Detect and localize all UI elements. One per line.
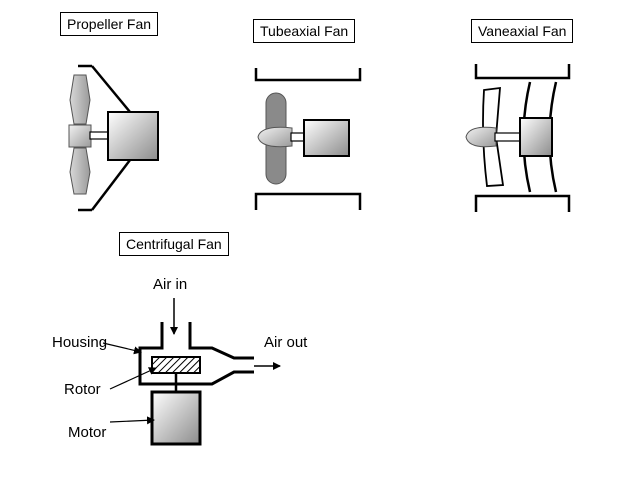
propeller-motor bbox=[107, 111, 159, 161]
tubeaxial-fan-illustration bbox=[254, 68, 362, 210]
rotor-label: Rotor bbox=[64, 381, 101, 398]
propeller-lower-blade bbox=[69, 147, 91, 195]
centrifugal-fan-title: Centrifugal Fan bbox=[119, 232, 229, 256]
housing-label: Housing bbox=[52, 334, 108, 351]
vaneaxial-duct-walls bbox=[474, 64, 571, 212]
rotor-leader-arrow bbox=[109, 367, 157, 390]
vaneaxial-fan-title: Vaneaxial Fan bbox=[471, 19, 574, 43]
vaneaxial-fan-illustration bbox=[465, 64, 571, 212]
propeller-support-frame bbox=[78, 64, 131, 212]
propeller-fan-illustration bbox=[68, 64, 159, 212]
motor-leader-arrow bbox=[109, 416, 155, 425]
propeller-hub bbox=[68, 124, 92, 148]
tubeaxial-shaft bbox=[290, 132, 306, 142]
motor-label: Motor bbox=[68, 424, 107, 441]
tubeaxial-hub bbox=[257, 126, 293, 148]
vaneaxial-shaft bbox=[494, 132, 522, 142]
propeller-fan-title: Propeller Fan bbox=[60, 12, 159, 36]
tubeaxial-motor bbox=[303, 119, 350, 157]
vaneaxial-motor bbox=[519, 117, 553, 157]
centrifugal-housing bbox=[138, 322, 254, 386]
centrifugal-motor bbox=[150, 390, 202, 446]
centrifugal-fan-illustration bbox=[102, 298, 281, 446]
tubeaxial-fan-title: Tubeaxial Fan bbox=[253, 19, 356, 43]
propeller-upper-blade bbox=[69, 74, 91, 125]
centrifugal-rotor bbox=[151, 356, 201, 374]
tubeaxial-duct-walls bbox=[254, 68, 362, 210]
air-in-label: Air in bbox=[153, 276, 188, 293]
vaneaxial-hub bbox=[465, 126, 497, 148]
air-out-label: Air out bbox=[264, 334, 308, 351]
housing-leader-arrow bbox=[102, 342, 142, 355]
